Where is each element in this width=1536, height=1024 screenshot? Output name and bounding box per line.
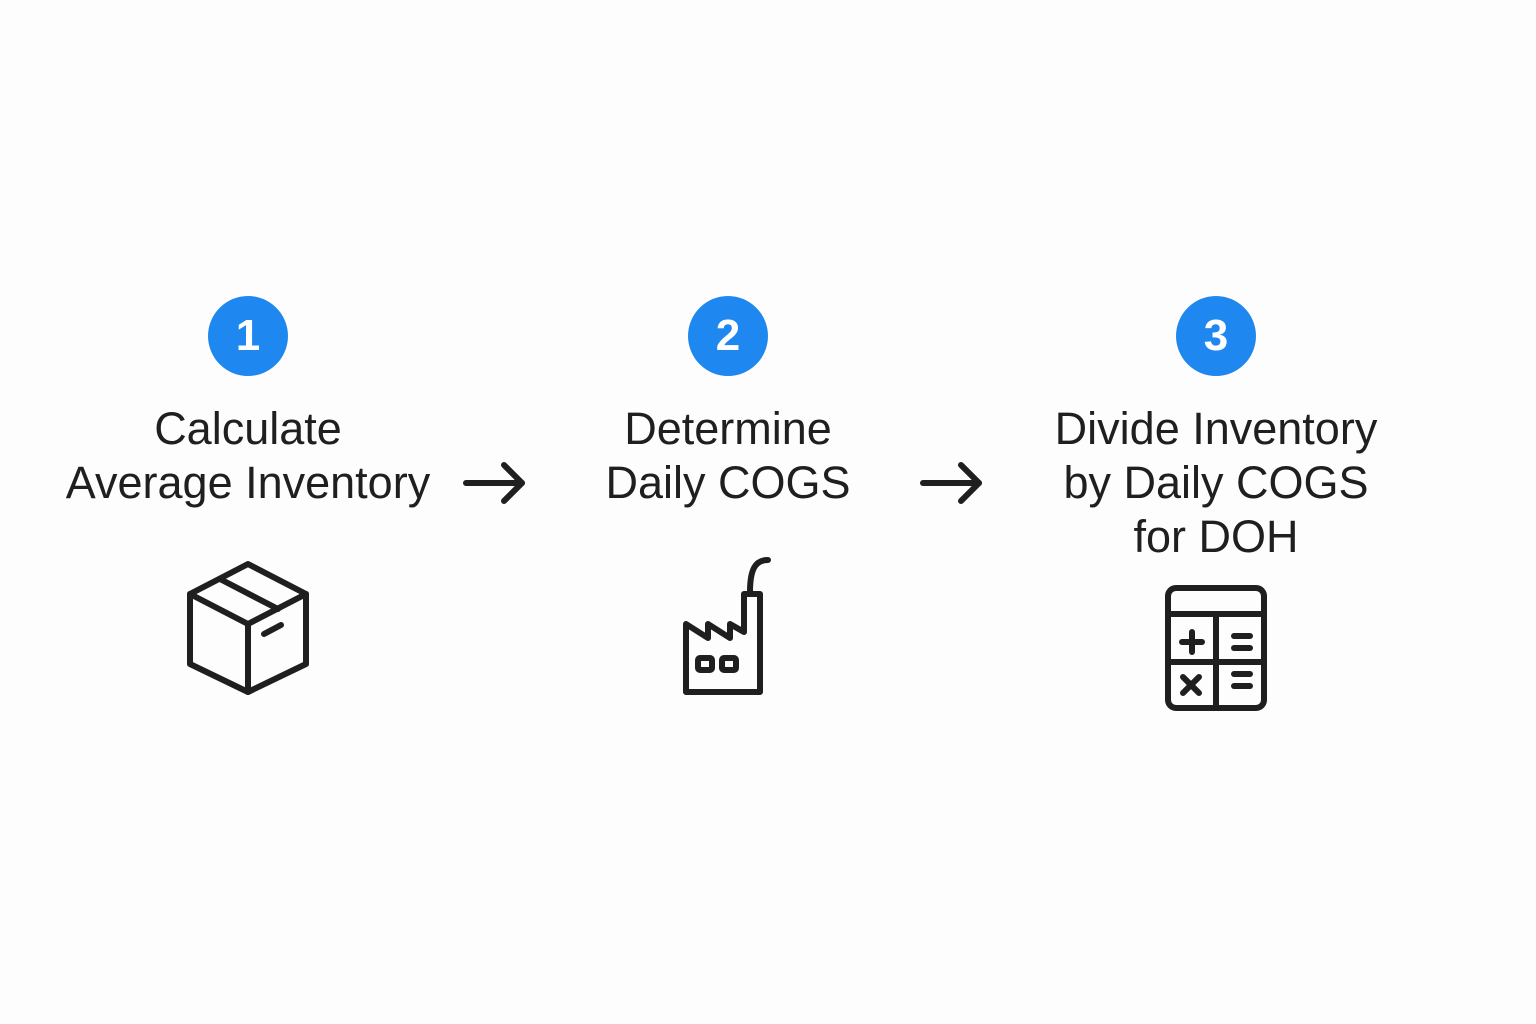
arrow-right-icon [920, 462, 982, 504]
step-1: 1 Calculate Average Inventory [18, 0, 478, 1024]
step-label-line: by Daily COGS [1063, 457, 1369, 508]
step-label-line: Determine [624, 403, 832, 454]
step-number-badge: 3 [1176, 296, 1256, 376]
factory-icon [683, 557, 771, 695]
step-number-badge: 1 [208, 296, 288, 376]
step-label: Calculate Average Inventory [18, 402, 478, 510]
calculator-icon [1165, 585, 1267, 711]
arrow-right-icon [463, 462, 525, 504]
step-2: 2 Determine Daily COGS [498, 0, 958, 1024]
step-label-line: for DOH [1133, 511, 1299, 562]
step-label: Determine Daily COGS [498, 402, 958, 510]
step-label-line: Divide Inventory [1054, 403, 1378, 454]
step-label-line: Daily COGS [605, 457, 851, 508]
step-label-line: Calculate [154, 403, 342, 454]
step-label: Divide Inventory by Daily COGS for DOH [986, 402, 1446, 564]
step-number-badge: 2 [688, 296, 768, 376]
step-label-line: Average Inventory [65, 457, 431, 508]
step-3: 3 Divide Inventory by Daily COGS for DOH [986, 0, 1446, 1024]
box-icon [187, 561, 309, 695]
